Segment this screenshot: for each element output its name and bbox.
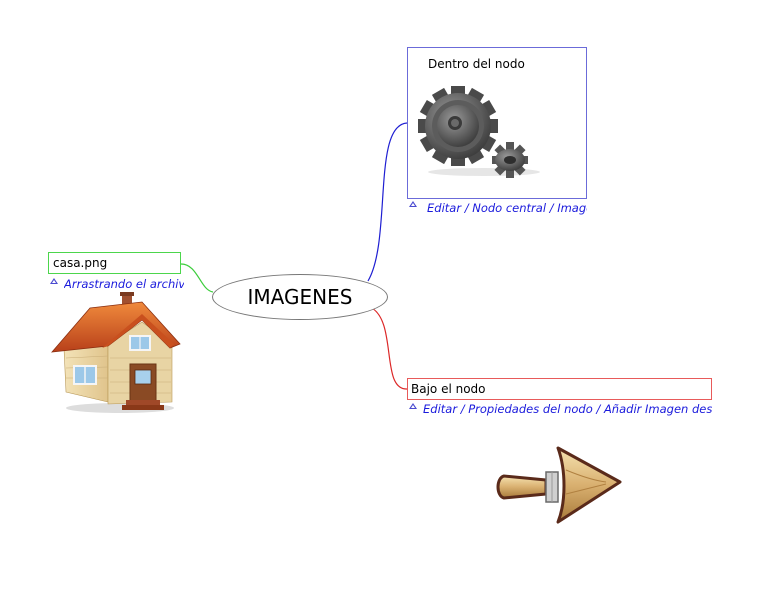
note-indicator-icon[interactable]	[409, 201, 417, 207]
node-bajo-label: Bajo el nodo	[411, 382, 486, 396]
central-node-label: IMAGENES	[247, 285, 353, 309]
central-node[interactable]: IMAGENES	[212, 274, 388, 320]
node-bajo[interactable]: Bajo el nodo	[407, 378, 712, 400]
arrow-icon	[496, 446, 622, 524]
branch-line-dentro	[367, 122, 408, 282]
house-icon	[51, 292, 181, 413]
gears-icon	[418, 86, 540, 178]
note-indicator-icon[interactable]	[409, 403, 417, 409]
node-dentro-label: Dentro del nodo	[428, 57, 525, 71]
branch-line-bajo	[369, 306, 408, 390]
note-indicator-icon[interactable]	[50, 278, 58, 284]
node-bajo-note: Editar / Propiedades del nodo / Añadir I…	[423, 402, 712, 416]
node-casa-label: casa.png	[53, 256, 108, 270]
node-dentro[interactable]: Dentro del nodo	[407, 47, 587, 199]
node-dentro-note: Editar / Nodo central / Image	[427, 201, 587, 215]
node-casa-note: Arrastrando el archivo	[64, 277, 184, 291]
node-casa[interactable]: casa.png	[48, 252, 181, 274]
branch-line-casa	[180, 263, 214, 293]
